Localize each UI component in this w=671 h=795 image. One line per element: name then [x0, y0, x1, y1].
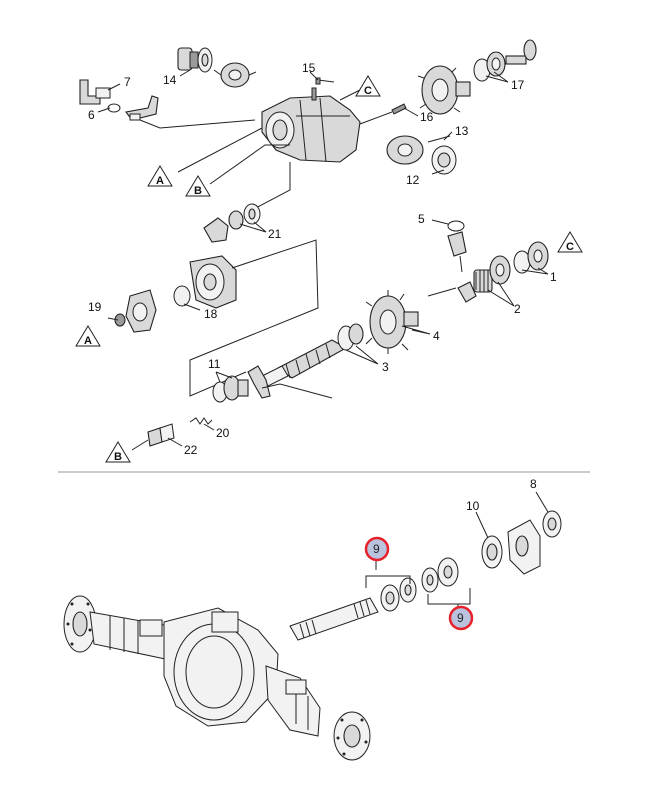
svg-text:B: B — [114, 451, 122, 463]
callout-9-upper: 9 — [373, 542, 380, 556]
part-16-bolt — [359, 103, 407, 125]
svg-text:A: A — [156, 175, 164, 187]
callout-19: 19 — [88, 300, 102, 314]
part-21-bearing-pair — [203, 203, 261, 243]
part-17-gear-assembly — [417, 39, 537, 115]
ref-marker-a-left: A — [75, 325, 101, 347]
part-22-plates — [147, 423, 175, 447]
callout-21: 21 — [268, 227, 282, 241]
callout-10: 10 — [466, 499, 480, 513]
callout-12: 12 — [406, 173, 420, 187]
part-2-output-gear — [457, 255, 511, 303]
part-7-bracket — [79, 79, 111, 105]
ref-marker-c-right: C — [557, 231, 583, 253]
callout-14: 14 — [163, 73, 177, 87]
top-exploded-view — [79, 39, 549, 447]
highlight-callout-9-lower[interactable]: 9 — [448, 605, 474, 631]
part-19-flange-nut — [114, 289, 157, 333]
drive-shaft — [289, 597, 379, 641]
ref-marker-a-top: A — [147, 165, 173, 187]
callout-22: 22 — [184, 443, 198, 457]
svg-text:C: C — [364, 85, 372, 97]
part-8-nut — [542, 510, 562, 538]
left-hub-flange — [63, 595, 97, 653]
callout-20: 20 — [216, 426, 230, 440]
part-10-seal — [481, 535, 503, 569]
axle-housing — [139, 607, 279, 727]
callout-8: 8 — [530, 477, 537, 491]
callout-3: 3 — [382, 360, 389, 374]
callout-13: 13 — [455, 124, 469, 138]
callout-11: 11 — [208, 357, 221, 371]
callout-17: 17 — [511, 78, 525, 92]
top-leader-lines — [97, 69, 549, 451]
part-18-cover — [173, 255, 237, 309]
callout-5: 5 — [418, 212, 425, 226]
svg-text:A: A — [84, 335, 92, 347]
main-shaft — [261, 339, 348, 387]
part-15-bolt — [315, 77, 335, 85]
part-3-bearings — [337, 323, 364, 351]
part-14-pinion-bearing — [177, 47, 213, 73]
callout-6: 6 — [88, 108, 95, 122]
callout-2: 2 — [514, 302, 521, 316]
highlight-ring — [448, 605, 474, 631]
part-shift-fork-top — [125, 95, 159, 121]
callout-18: 18 — [204, 307, 218, 321]
part-20-spring — [189, 417, 213, 425]
bottom-axle-view — [63, 491, 562, 761]
output-flange — [507, 519, 541, 575]
callout-7: 7 — [124, 75, 131, 89]
svg-text:C: C — [566, 241, 574, 253]
part-6-snap-ring — [107, 103, 121, 113]
callout-1: 1 — [550, 270, 557, 284]
part-bevel-pinion — [213, 62, 257, 88]
differential-housing — [261, 87, 361, 163]
ref-marker-c-top: C — [355, 75, 381, 97]
right-hub-flange — [333, 711, 371, 761]
part-12-bearing — [431, 145, 457, 175]
part-5-differential-pinion — [447, 220, 467, 273]
callout-15: 15 — [302, 61, 316, 75]
part-1-bearings — [513, 241, 549, 274]
part-11-gear-fork — [212, 365, 333, 403]
part-differential-carrier — [386, 135, 424, 165]
part-4-gear — [365, 290, 419, 354]
callout-9-lower: 9 — [457, 611, 464, 625]
highlight-ring — [364, 536, 390, 562]
callout-4: 4 — [433, 329, 440, 343]
ref-marker-b-top: B — [185, 175, 211, 197]
svg-text:B: B — [194, 185, 202, 197]
callout-16: 16 — [420, 110, 434, 124]
highlight-callout-9-upper[interactable]: 9 — [364, 536, 390, 562]
ref-marker-b-left: B — [105, 441, 131, 463]
top-callout-labels: 14 7 6 15 16 17 13 12 21 5 1 2 19 18 4 3… — [88, 61, 557, 457]
part-9-bearing-set — [380, 557, 459, 612]
